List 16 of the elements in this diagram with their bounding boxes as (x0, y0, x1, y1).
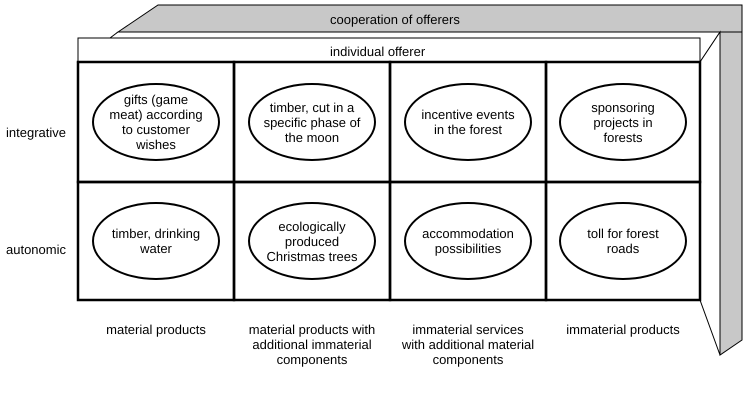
offer-ellipse: timber, drinking water (92, 202, 220, 280)
offer-ellipse: gifts (game meat) according to customer wishes (92, 83, 220, 161)
row-label: autonomic (6, 241, 66, 259)
column-label: immaterial services with additional material components (400, 322, 536, 367)
offer-ellipse: incentive events in the forest (404, 83, 532, 161)
offer-ellipse: timber, cut in a specific phase of the moon (248, 83, 376, 161)
layer-label: individual offerer (330, 43, 426, 61)
offer-ellipse: toll for forest roads (559, 202, 687, 280)
row-label: integrative (6, 124, 66, 142)
offer-ellipse: sponsoring projects in forests (559, 83, 687, 161)
offer-ellipse: ecologically produced Christmas trees (248, 202, 376, 280)
column-label: material products with additional immaterial components (248, 322, 376, 367)
column-label: immaterial products (565, 322, 681, 337)
layer-label: cooperation of offerers (330, 11, 460, 29)
column-label: material products (105, 322, 207, 337)
offer-ellipse: accommodation possibilities (404, 202, 532, 280)
